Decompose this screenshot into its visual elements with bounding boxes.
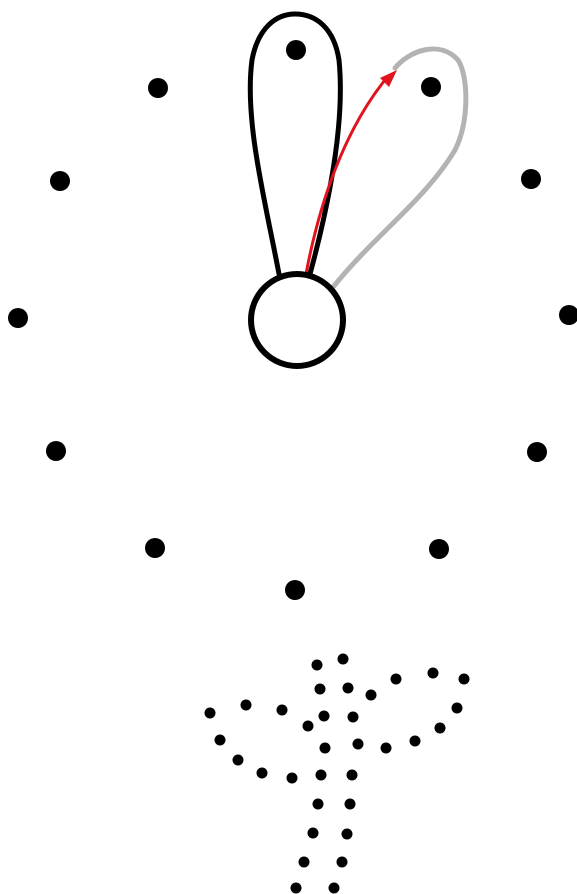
outer-dot	[527, 442, 547, 462]
stem-dot	[338, 654, 349, 665]
stem-dot	[287, 773, 298, 784]
stem-dot	[366, 690, 377, 701]
outer-dot	[285, 580, 305, 600]
outer-dot	[145, 538, 165, 558]
stem-dot	[428, 668, 439, 679]
stem-dot	[435, 723, 446, 734]
stem-dot	[299, 857, 310, 868]
stem-dot	[345, 799, 356, 810]
stem-dot	[459, 674, 470, 685]
stem-dot	[315, 684, 326, 695]
stem-dot	[313, 799, 324, 810]
stem-dot	[291, 883, 302, 894]
stem-dot	[410, 736, 421, 747]
stem-dot	[348, 712, 359, 723]
stem-dot	[303, 721, 314, 732]
stem-leaves-dot-pattern	[205, 654, 470, 894]
stem-dot	[257, 768, 268, 779]
outer-dot	[521, 169, 541, 189]
stem-dot	[353, 739, 364, 750]
stem-dot	[308, 828, 319, 839]
stem-dot	[391, 674, 402, 685]
outer-dot	[50, 171, 70, 191]
stem-dot	[319, 711, 330, 722]
outer-dot	[148, 78, 168, 98]
stem-dot	[337, 857, 348, 868]
stem-dot	[215, 735, 226, 746]
outer-dot	[559, 305, 577, 325]
stem-dot	[241, 700, 252, 711]
stem-dot	[347, 770, 358, 781]
stem-dot	[329, 883, 340, 894]
outer-dot	[286, 40, 306, 60]
outer-dot	[8, 308, 28, 328]
flower-center-circle	[251, 274, 343, 366]
stem-dot	[452, 703, 463, 714]
stem-dot	[316, 770, 327, 781]
stem-dot	[205, 708, 216, 719]
outer-dot	[421, 77, 441, 97]
stem-dot	[277, 705, 288, 716]
stem-dot	[381, 743, 392, 754]
stem-dot	[320, 743, 331, 754]
stem-dot	[342, 829, 353, 840]
stem-dot	[343, 683, 354, 694]
stem-dot	[233, 755, 244, 766]
outer-dot	[429, 539, 449, 559]
stem-dot	[312, 660, 323, 671]
outer-dot	[46, 441, 66, 461]
guide-petal	[334, 49, 466, 286]
